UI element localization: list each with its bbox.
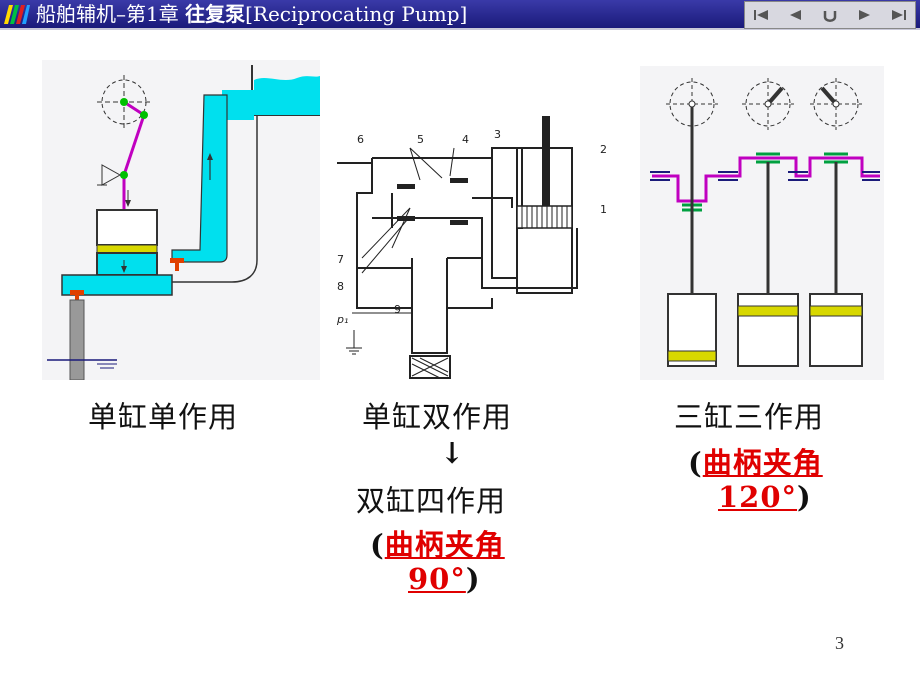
down-arrow: ↓ [440,436,466,470]
crank-angle-label: 曲柄夹角 [702,446,823,480]
app-logo-icon [4,5,30,24]
angle-120: 120° [718,480,798,514]
crank-angle-90-value: 90°) [408,562,481,596]
next-slide-icon [859,10,870,20]
paren-open: ( [688,446,703,480]
part-number-4: 4 [462,133,469,146]
part-number-9: 9 [394,303,401,316]
crank-angle-120-value: 120°) [718,480,812,514]
double-acting-pump-schematic: 1 2 3 4 5 6 7 8 9 p₁ [336,116,607,379]
part-number-6: 6 [357,133,364,146]
single-acting-pump-diagram [42,60,320,381]
double-acting-pump-diagram: 1 2 3 4 5 6 7 8 9 p₁ [332,108,614,380]
triplex-label: 三缸三作用 [674,400,825,434]
double-cylinder-label: 双缸四作用 [356,484,507,518]
pressure-label: p₁ [336,313,348,326]
last-slide-button[interactable] [885,6,911,24]
double-acting-label: 单缸双作用 [362,400,513,434]
crank-angle-90: (曲柄夹角 [370,522,505,564]
part-number-3: 3 [494,128,501,141]
crank-angle-120: (曲柄夹角 [688,440,823,482]
title-suffix: [Reciprocating Pump] [245,2,468,26]
next-slide-button[interactable] [851,6,877,24]
part-number-1: 1 [600,203,607,216]
title-bar: 船舶辅机–第1章 往复泵[Reciprocating Pump] [0,0,920,30]
triplex-pump-diagram [640,66,884,380]
slide-title: 船舶辅机–第1章 往复泵[Reciprocating Pump] [36,2,467,26]
title-bold: 往复泵 [185,2,246,26]
part-number-8: 8 [337,280,344,293]
first-slide-button[interactable] [749,6,775,24]
paren-open: ( [370,528,385,562]
angle-90: 90° [408,562,466,596]
return-button[interactable] [817,6,843,24]
paren-close: ) [465,562,481,596]
first-slide-icon [754,10,768,20]
slide-navigation [744,1,916,29]
single-acting-pump-illustration [47,65,320,381]
triplex-pump-illustration [650,78,880,367]
part-number-2: 2 [600,143,607,156]
last-slide-icon [892,10,906,20]
page-number: 3 [835,633,844,653]
part-number-7: 7 [337,253,344,266]
crank-angle-label: 曲柄夹角 [384,528,505,562]
single-acting-label: 单缸单作用 [88,400,239,434]
paren-close: ) [797,480,812,514]
prev-slide-icon [790,10,801,20]
title-prefix: 船舶辅机–第1章 [36,2,186,26]
part-number-5: 5 [417,133,424,146]
return-icon [823,11,837,22]
prev-slide-button[interactable] [783,6,809,24]
